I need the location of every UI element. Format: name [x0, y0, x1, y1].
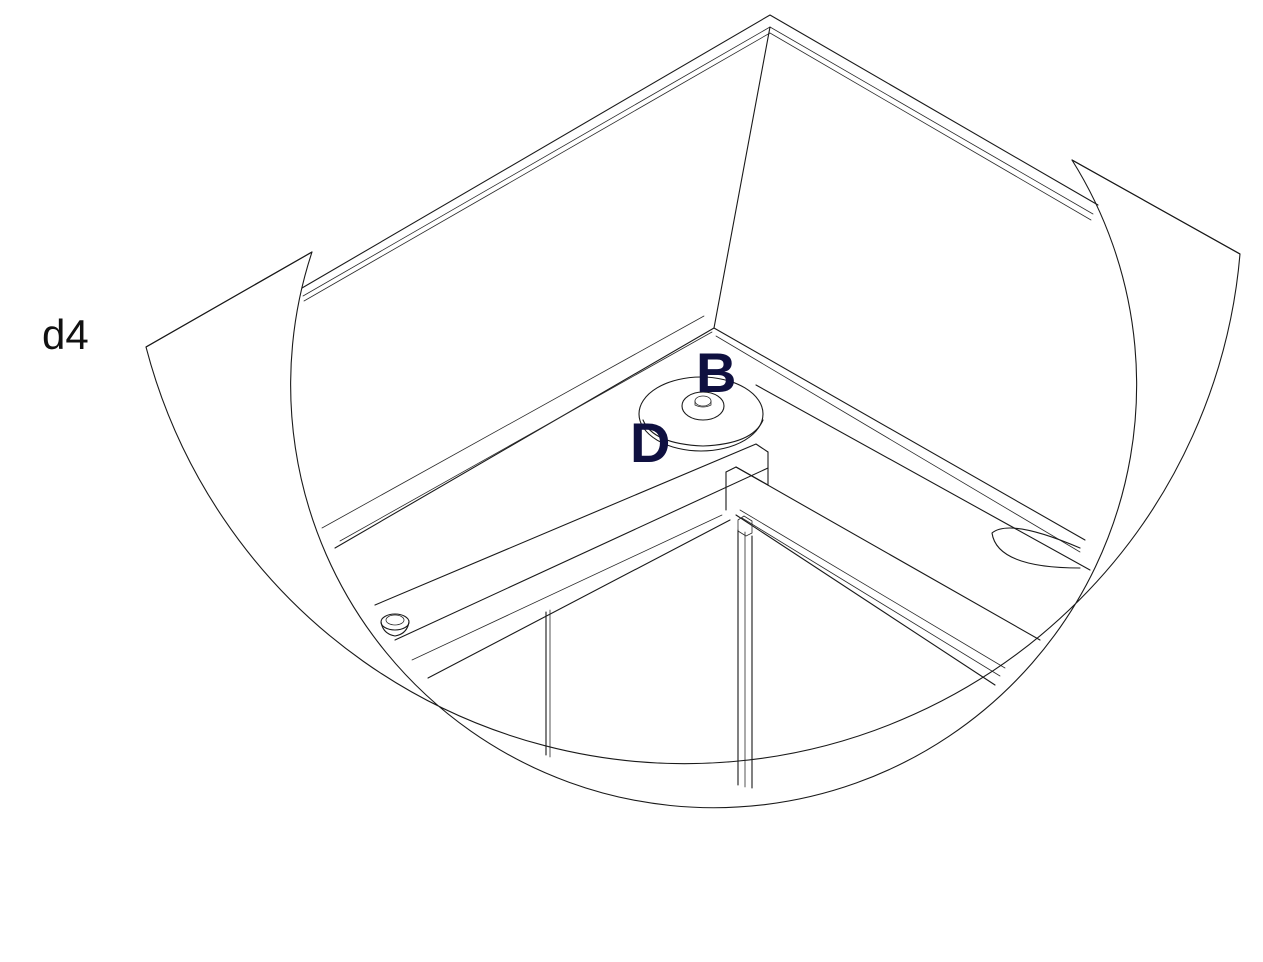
- step-label: d4: [42, 311, 89, 358]
- cabinet-top-corner: [301, 14, 1099, 329]
- callout-b: B: [696, 341, 737, 404]
- magnifier-ring: [145, 159, 1241, 809]
- interior-detail: [321, 315, 1091, 789]
- callout-d: D: [630, 411, 671, 474]
